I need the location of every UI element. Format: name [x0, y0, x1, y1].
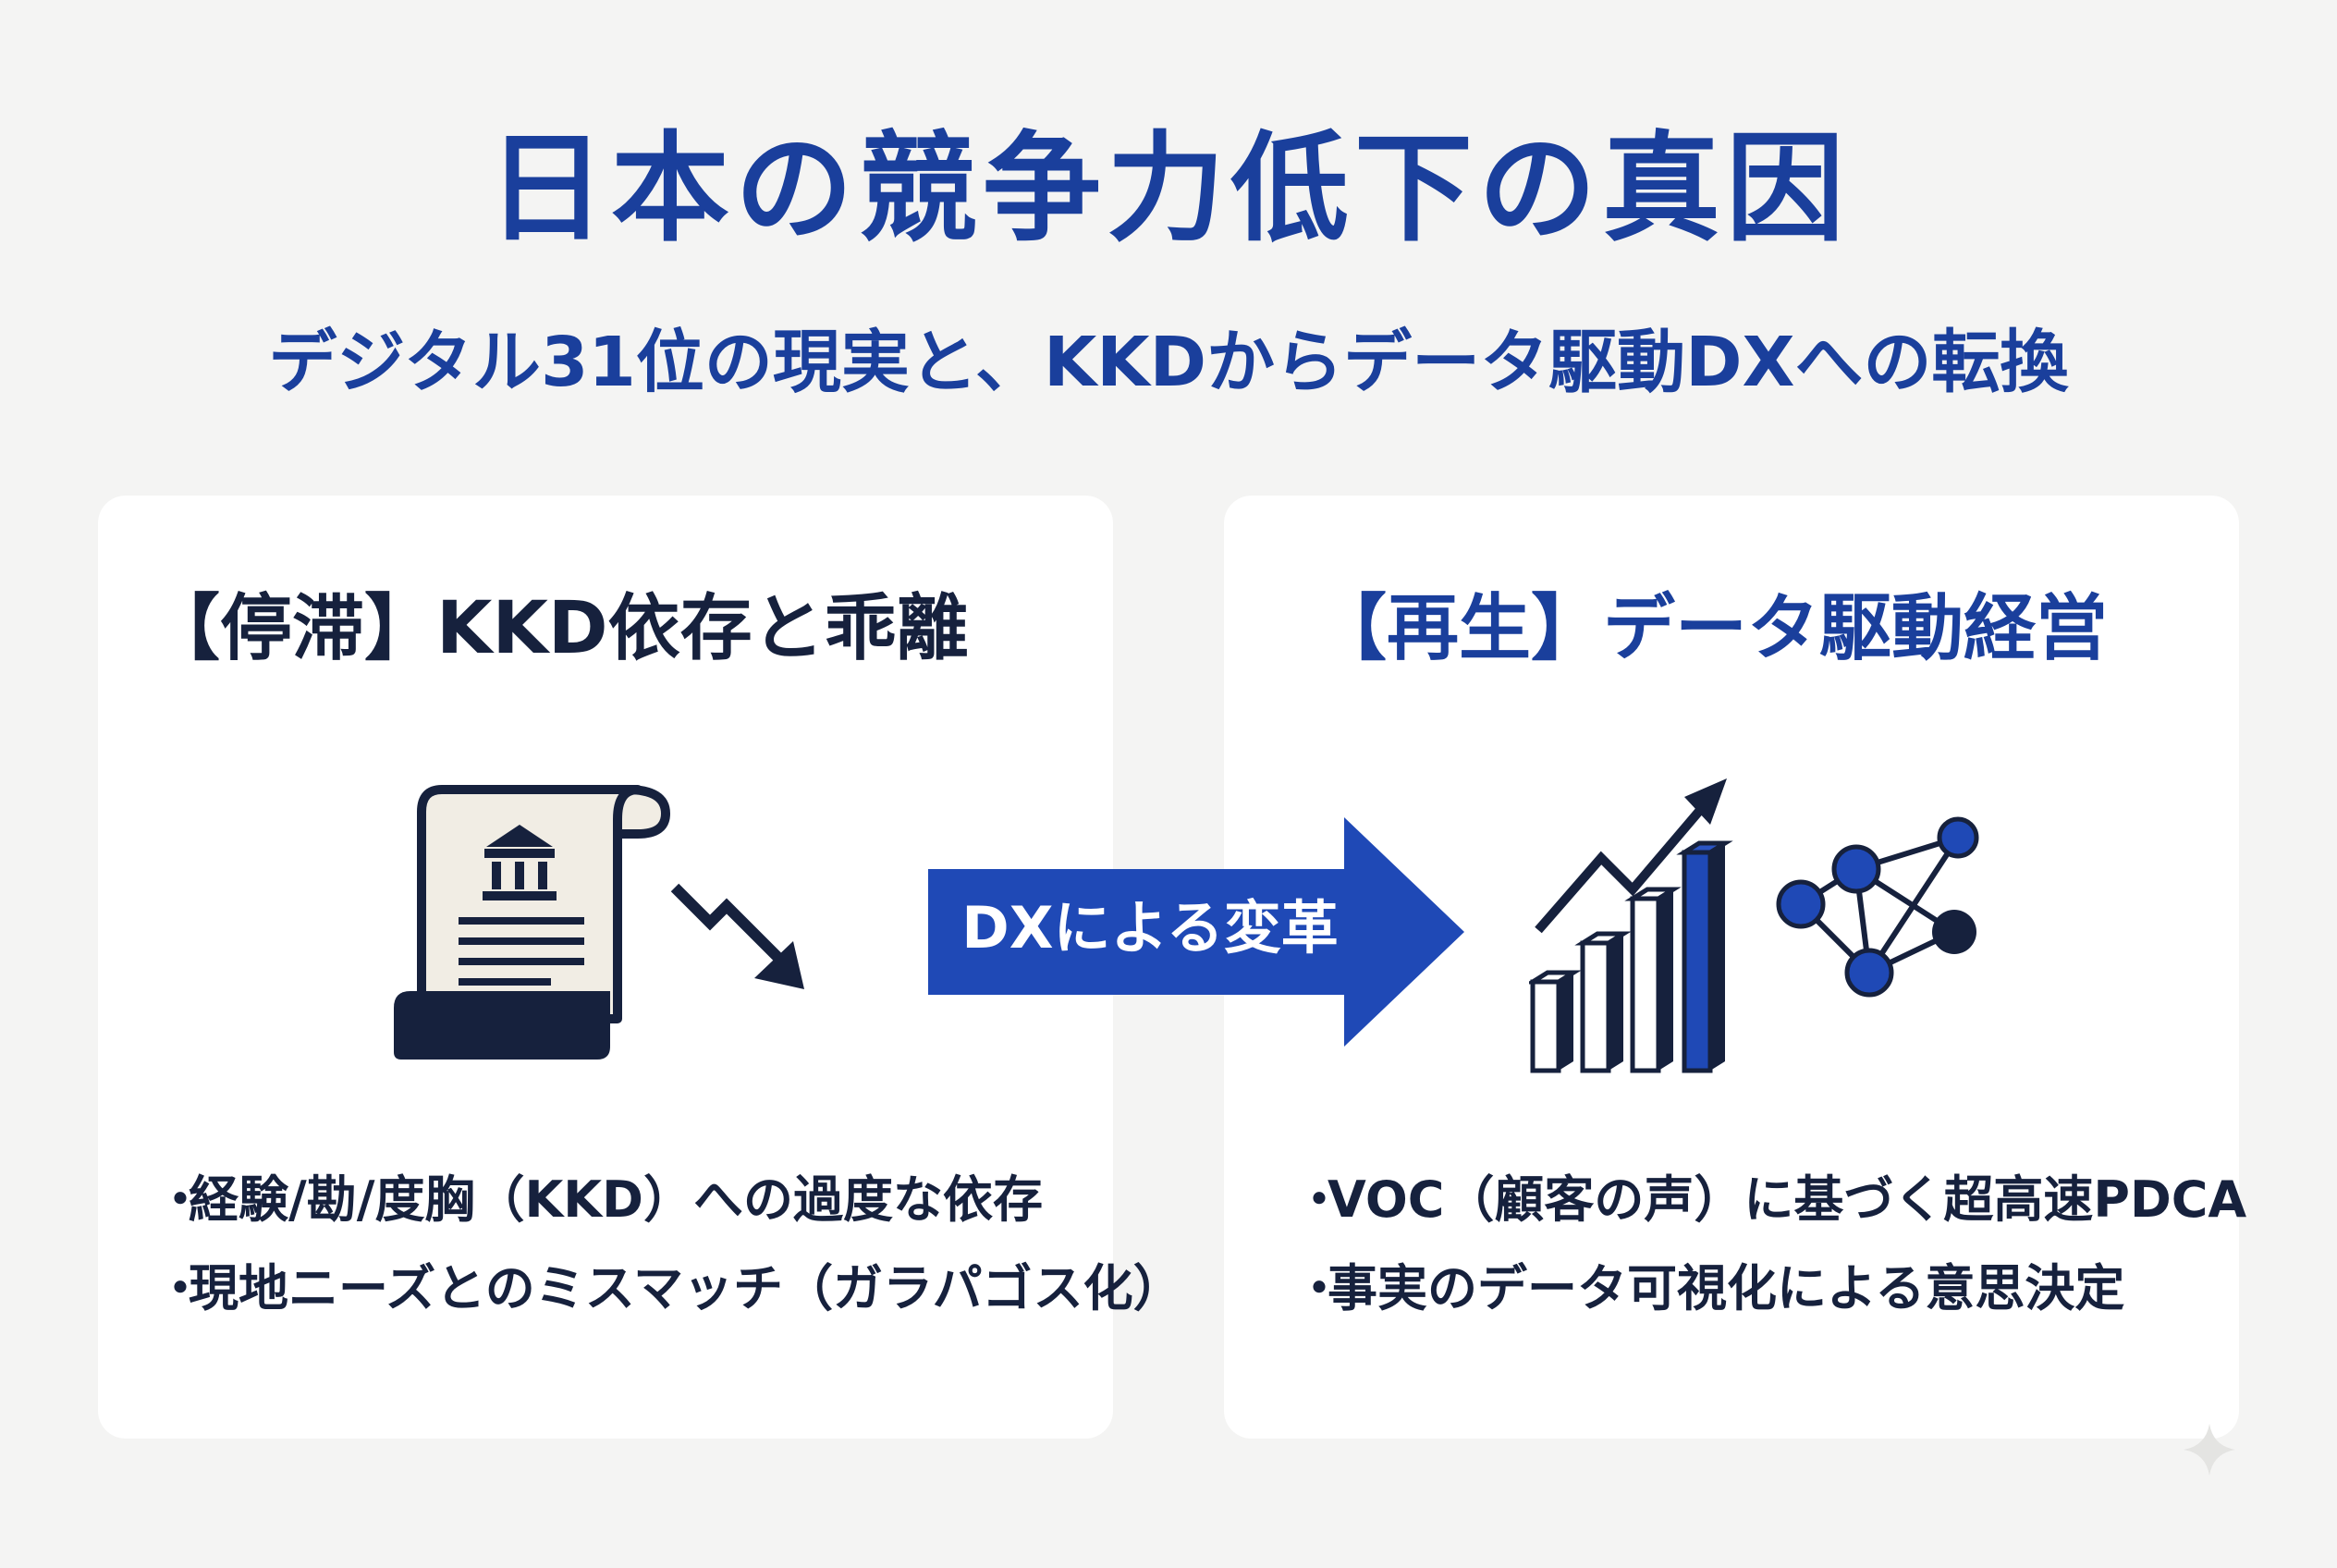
revitalization-bullet-list: ・VOC（顧客の声）に基づく超高速PDCA ・事実のデータ可視化による意思決定 — [1294, 1169, 2246, 1345]
revitalization-panel-title: 【再生】データ駆動経営 — [1315, 587, 2109, 670]
stagnation-panel-title: 【停滞】KKD依存と乖離 — [148, 587, 969, 670]
network-graph-icon — [1776, 816, 1979, 998]
page-subtitle: デジタル31位の現実と、KKDからデータ駆動DXへの転換 — [268, 323, 2069, 402]
list-item: ・事実のデータ可視化による意思決定 — [1294, 1258, 2125, 1317]
sparkle-icon — [2184, 1424, 2235, 1476]
page-title: 日本の競争力低下の真因 — [486, 120, 1850, 258]
trend-down-arrow-icon — [670, 883, 804, 989]
stagnation-bullet-list: ・経験/勘/度胸（KKD）への過度な依存 ・現地ニーズとのミスマッチ（ガラパゴス… — [155, 1169, 1183, 1345]
list-item: ・VOC（顧客の声）に基づく超高速PDCA — [1294, 1170, 2247, 1229]
list-item: ・経験/勘/度胸（KKD）への過度な依存 — [155, 1170, 1043, 1229]
growth-bar-chart-icon — [1529, 778, 1733, 1073]
list-item: ・現地ニーズとのミスマッチ（ガラパゴス化） — [155, 1258, 1183, 1317]
dx-transformation-label: DXによる変革 — [961, 894, 1339, 962]
document-with-building-icon — [394, 785, 670, 1060]
dx-transformation-arrow: DXによる変革 — [928, 817, 1464, 1047]
right-arrow-icon — [928, 817, 1464, 1047]
